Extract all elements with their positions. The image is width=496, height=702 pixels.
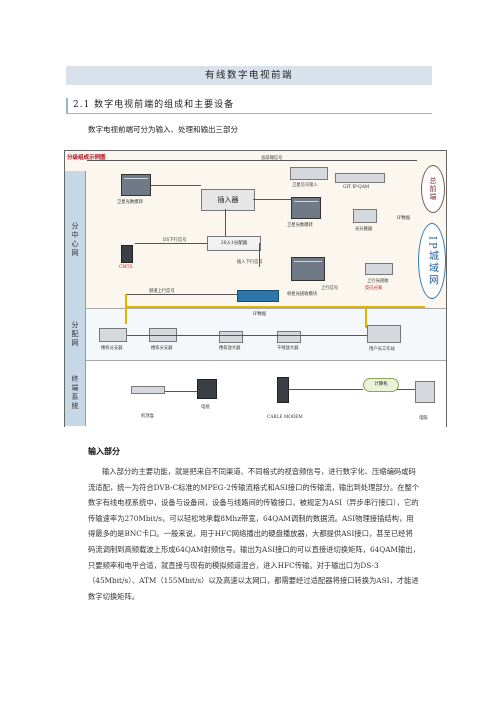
fiber-line-left [125, 294, 127, 324]
ip-data-label: IP数据 [253, 312, 267, 317]
amp2-label: 干线放大器 [277, 346, 299, 351]
computer-cloud: 计算机 [363, 378, 399, 392]
splitter1-label: 楼栋分支器 [101, 346, 123, 351]
amp1-label: 楼栋放大器 [219, 346, 241, 351]
ip-network-oval: IP城域网 [418, 223, 446, 299]
sat-receiver-label: 卫星信号接入 [292, 183, 318, 188]
cmts-device [121, 245, 133, 263]
splitter1-device [99, 328, 127, 342]
inserter-link [253, 199, 291, 200]
terminal-band-label: 终端系统 [65, 360, 86, 426]
top-line-label: 总前端信号 [261, 156, 283, 161]
cable-modem-label: CABLE MODEM [267, 415, 303, 420]
stb-tv-link [165, 391, 197, 392]
node-device [367, 325, 401, 343]
pc-link [397, 389, 415, 390]
switch-box: 20入1分配器 [207, 236, 261, 251]
cable-combiner [237, 290, 279, 302]
distribution-band-label: 分配网 [65, 308, 86, 360]
encoder-link [151, 185, 201, 186]
stb-device [131, 386, 165, 394]
stb-label: 机顶盒 [141, 414, 154, 419]
router-label: 光分路器 [355, 227, 373, 232]
ds-signal-label: DS下行信号 [163, 238, 187, 243]
tv-device [197, 379, 217, 399]
distribution-link [127, 335, 367, 336]
multiplexer-label: 卫星光数模转 [287, 223, 313, 228]
tv-label: 电视 [201, 405, 210, 410]
optical-tx-label: 机柜光接收模块 [287, 292, 318, 297]
page-title: 有线数字电视前端 [66, 66, 432, 85]
sat-receiver-device [290, 167, 328, 180]
return-signal-label: 频道上行信号 [149, 289, 175, 294]
ds-signal-link [135, 243, 207, 244]
edfa-device [365, 263, 393, 275]
insert-signal-label: 插入下行信号 [237, 260, 263, 265]
amp2-device [277, 331, 301, 343]
pc-device [415, 381, 435, 403]
cable-modem-device [277, 377, 289, 403]
insert-signal-link [259, 243, 260, 267]
splitter2-label: 楼栋分支器 [151, 346, 173, 351]
terminal-band [65, 360, 446, 427]
ip-link-label: IP数据 [397, 216, 411, 221]
return-label: 上行信号 [321, 286, 339, 291]
return-signal-link [127, 294, 237, 295]
node-label: 用户光工作站 [369, 347, 395, 352]
fiber-line-right [365, 306, 367, 328]
ip-qam-label: GIT IP-QAM [343, 185, 370, 190]
input-heading: 输入部分 [88, 446, 120, 456]
body-paragraph: 输入部分的主要功能，就是把来自不同渠道、不同格式的视音频信号，进行数字化、压缩编… [88, 467, 420, 601]
diagram-header: 分级组成示例图 [67, 155, 106, 161]
red-note: 反向分离 [365, 286, 383, 291]
pc-label: 电脑 [419, 416, 428, 421]
inserter-down-link [225, 209, 226, 236]
top-signal-line [87, 160, 417, 161]
ip-qam-device [335, 173, 385, 183]
inserter-box: 插入器 [201, 189, 255, 211]
intro-text: 数字电视前端可分为输入、处理和输出三部分 [88, 125, 238, 134]
fiber-line-main [125, 306, 425, 308]
amp1-device [219, 331, 243, 343]
head-end-oval: 总前端 [421, 165, 445, 213]
modem-link [289, 389, 363, 390]
section-heading: 2.1 数字电视前端的组成和主要设备 [66, 98, 432, 114]
encoder-label: 卫星光数模转 [117, 200, 143, 205]
optical-tx-rack [291, 257, 325, 281]
encoder-rack [121, 174, 151, 196]
multiplexer-rack [291, 197, 321, 219]
core-band-label: 分中心网 [65, 171, 86, 308]
edfa-label: 上行光接收 [367, 279, 389, 284]
router-device [353, 209, 377, 223]
cmts-label: CMTS [119, 265, 133, 270]
network-diagram: 分中心网 分配网 终端系统 分级组成示例图 总前端信号 总前端 IP城域网 卫星… [64, 150, 447, 427]
